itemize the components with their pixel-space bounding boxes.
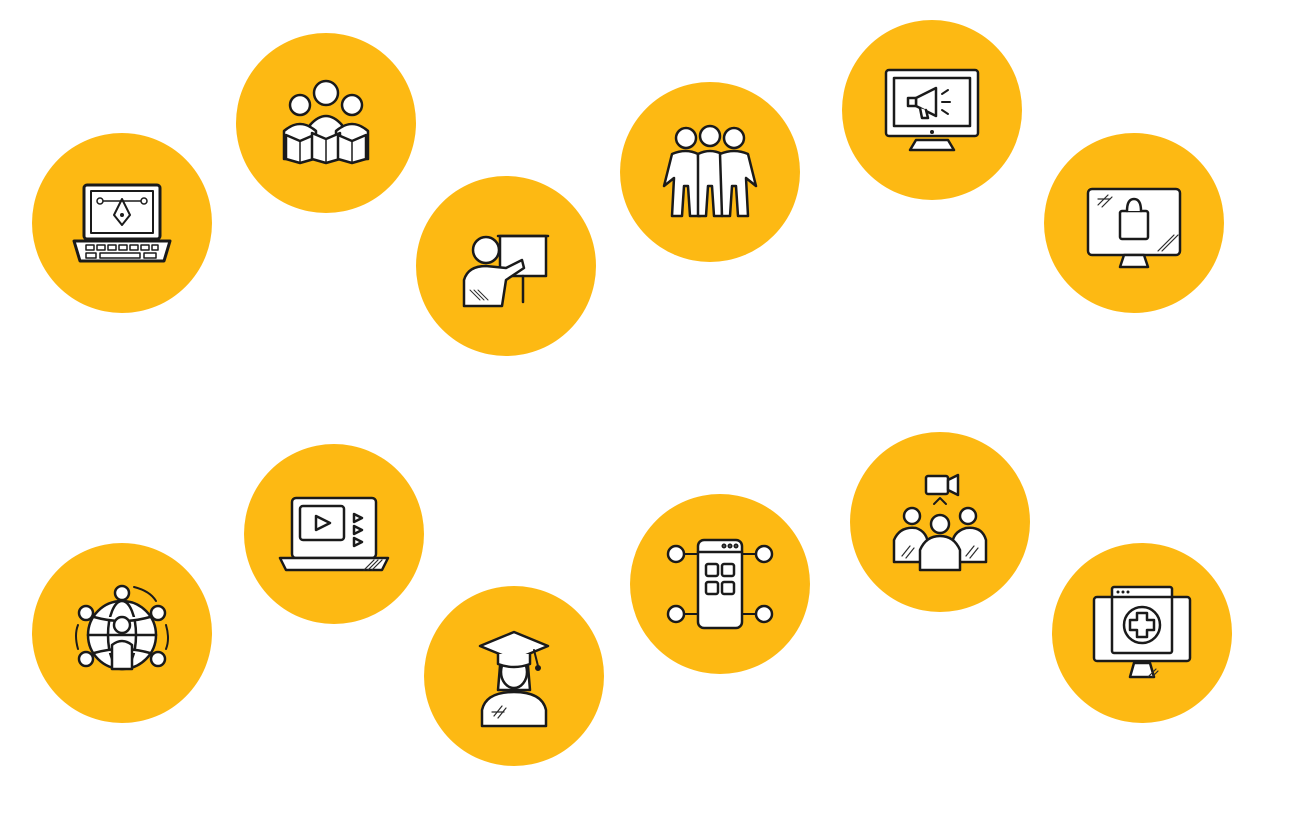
badge-global-network [32,543,212,723]
badge-presenter-board [416,176,596,356]
badge-app-network [630,494,810,674]
badge-monitor-shopping-bag [1044,133,1224,313]
video-conference-icon [892,473,988,572]
laptop-video-icon [278,496,390,572]
global-network-icon [75,584,169,671]
badge-video-conference [850,432,1030,612]
badge-team-people [620,82,800,262]
monitor-shopping-bag-icon [1086,187,1182,269]
badge-monitor-megaphone [842,20,1022,200]
team-people-icon [662,124,758,218]
badge-laptop-design [32,133,212,313]
app-network-icon [666,538,774,630]
badge-graduate-student [424,586,604,766]
laptop-design-icon [72,183,172,263]
badge-monitor-medical [1052,543,1232,723]
monitor-megaphone-icon [884,68,980,152]
badge-group-reading [236,33,416,213]
graduate-student-icon [478,630,550,728]
presenter-board-icon [462,234,550,308]
monitor-medical-icon [1092,585,1192,679]
group-reading-icon [282,79,370,165]
badge-laptop-video [244,444,424,624]
